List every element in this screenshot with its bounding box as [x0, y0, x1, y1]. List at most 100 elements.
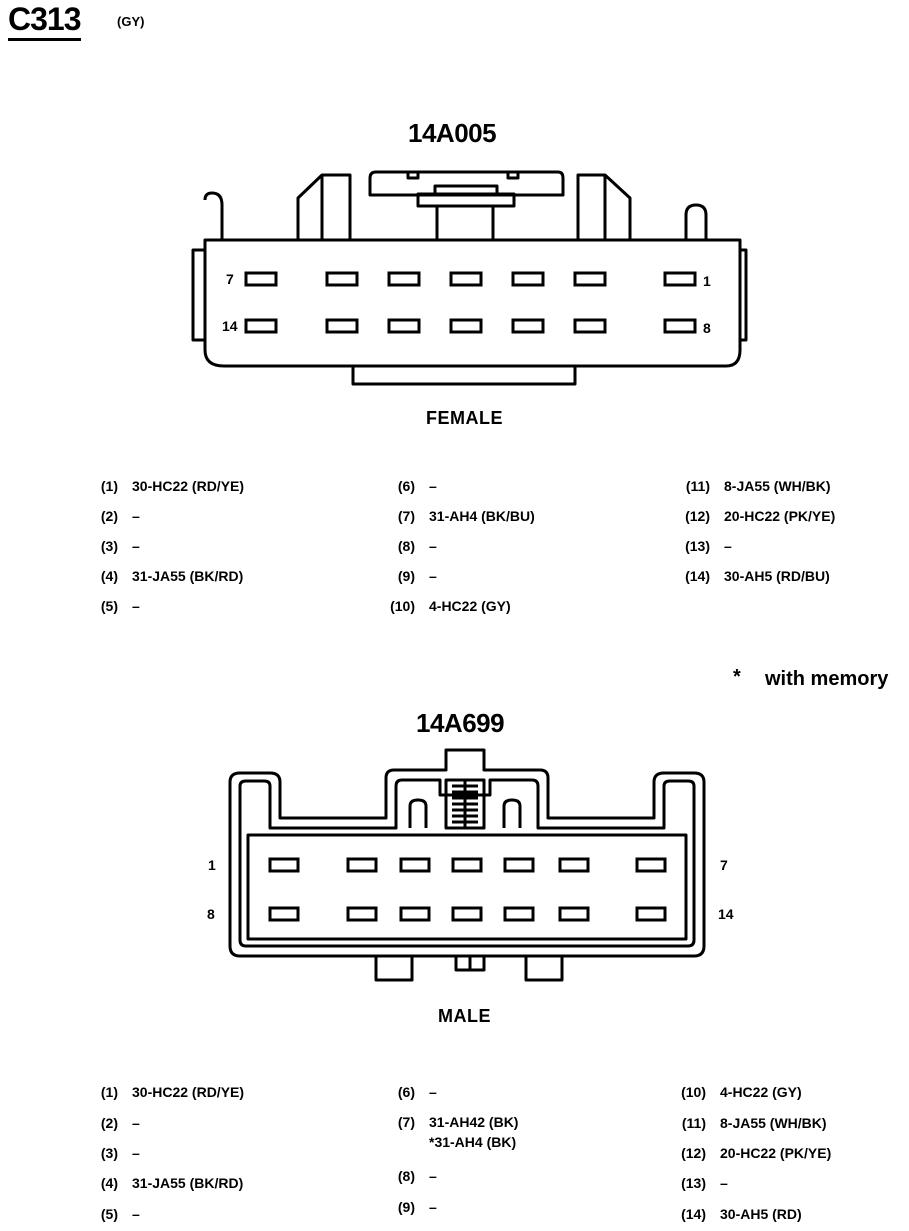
- pin-cavity: [663, 271, 697, 287]
- pin-circuit: 4-HC22 (GY): [720, 1084, 802, 1100]
- pin-cavity: [573, 318, 607, 334]
- pin-row: (14) 30-AH5 (RD/BU): [668, 568, 830, 584]
- female-label: FEMALE: [426, 408, 503, 428]
- pin-cavity: [449, 271, 483, 287]
- pin-row: (11) 8-JA55 (WH/BK): [664, 1115, 827, 1131]
- pin-number: (14): [681, 1206, 706, 1222]
- pin-circuit: –: [720, 1175, 728, 1191]
- pin-circuit: 30-HC22 (RD/YE): [132, 478, 245, 494]
- pin-circuit: –: [132, 1115, 140, 1131]
- pin-row: (5)–: [78, 1206, 140, 1222]
- male-part-number: 14A699: [416, 708, 505, 738]
- pin-cavity: [558, 857, 590, 873]
- pin-row: (10) 4-HC22 (GY): [373, 598, 511, 614]
- female-left-latch: [203, 191, 224, 240]
- pin-circuit: 4-HC22 (GY): [429, 598, 511, 614]
- pin-number: (8): [397, 1168, 415, 1184]
- pin-row: (11) 8-JA55 (WH/BK): [668, 478, 831, 494]
- pin-circuit: –: [132, 1145, 140, 1161]
- pin-number: (12): [685, 508, 710, 524]
- pin-number: (8): [397, 538, 415, 554]
- pin-cavity: [244, 318, 278, 334]
- pin-circuit: –: [429, 1084, 437, 1100]
- pin-circuit: –: [429, 1199, 437, 1215]
- female-part-number: 14A005: [408, 118, 497, 148]
- female-bottom-rail: [351, 366, 577, 386]
- female-pin-label-bottom-right: 8: [703, 320, 711, 336]
- pin-circuit: –: [724, 538, 732, 554]
- pin-circuit: 30-AH5 (RD/BU): [724, 568, 830, 584]
- male-pin-label-top-right: 7: [720, 857, 728, 873]
- pin-cavity: [573, 271, 607, 287]
- pin-number: (13): [681, 1175, 706, 1191]
- pin-row: (6)–: [373, 1084, 437, 1100]
- pin-cavity: [268, 857, 300, 873]
- pin-cavity: [451, 906, 483, 922]
- pin-circuit: –: [429, 538, 437, 554]
- pin-number: (7): [397, 1114, 415, 1130]
- pin-row: (8)–: [373, 1168, 437, 1184]
- pin-number: (11): [681, 1115, 706, 1131]
- pin-circuit: –: [429, 568, 437, 584]
- pin-cavity: [503, 857, 535, 873]
- pin-cavity: [511, 271, 545, 287]
- pin-cavity: [503, 906, 535, 922]
- pin-cavity: [346, 906, 378, 922]
- pin-row: (13)–: [664, 1175, 728, 1191]
- female-connector-diagram: [191, 170, 748, 386]
- pin-cavity: [325, 318, 359, 334]
- male-housing-outer: [228, 748, 706, 958]
- pin-circuit: 20-HC22 (PK/YE): [724, 508, 836, 524]
- pin-number: (2): [100, 508, 118, 524]
- male-label: MALE: [438, 1006, 491, 1026]
- connector-color-code: (GY): [117, 14, 145, 29]
- pin-number: (7): [397, 508, 415, 524]
- pin-row: (2)–: [78, 1115, 140, 1131]
- pin-row: (7)31-AH42 (BK)*31-AH4 (BK): [373, 1114, 519, 1150]
- pin-cavity: [558, 906, 590, 922]
- pin-number: (10): [681, 1084, 706, 1100]
- footnote-marker: *: [733, 666, 741, 688]
- pin-circuit: 30-HC22 (RD/YE): [132, 1084, 245, 1100]
- pin-circuit: 31-JA55 (BK/RD): [132, 568, 244, 584]
- male-pin-label-bottom-right: 14: [718, 906, 734, 922]
- pin-row: (4)31-JA55 (BK/RD): [78, 568, 243, 584]
- female-pin-label-top-left: 7: [226, 271, 234, 287]
- pin-number: (12): [681, 1145, 706, 1161]
- pin-row: (12)20-HC22 (PK/YE): [664, 1145, 831, 1161]
- pin-circuit: 31-AH4 (BK/BU): [429, 508, 535, 524]
- pin-number: (6): [397, 1084, 415, 1100]
- pin-cavity: [449, 318, 483, 334]
- pin-cavity: [399, 906, 431, 922]
- pin-number: (5): [100, 1206, 118, 1222]
- pin-circuit: 8-JA55 (WH/BK): [724, 478, 831, 494]
- pin-number: (1): [100, 478, 118, 494]
- pin-number: (13): [685, 538, 710, 554]
- pin-cavity: [635, 857, 667, 873]
- pin-number: (10): [390, 598, 415, 614]
- pin-number: (2): [100, 1115, 118, 1131]
- female-pin-cavities: [244, 271, 697, 334]
- pin-number: (11): [685, 478, 710, 494]
- pin-circuit: 8-JA55 (WH/BK): [720, 1115, 827, 1131]
- male-pin-cavities: [268, 857, 667, 922]
- pin-circuit: 31-AH42 (BK): [429, 1114, 519, 1130]
- pin-circuit: –: [429, 478, 437, 494]
- pin-cavity: [663, 318, 697, 334]
- pin-number: (14): [685, 568, 710, 584]
- pin-row: (13)–: [668, 538, 732, 554]
- female-center-key: [368, 170, 565, 197]
- pin-row: (9)–: [373, 1199, 437, 1215]
- pin-row: (6)–: [373, 478, 437, 494]
- pin-row: (4)31-JA55 (BK/RD): [78, 1175, 243, 1191]
- pin-number: (9): [397, 1199, 415, 1215]
- male-housing-inner: [238, 778, 696, 948]
- male-pin-label-top-left: 1: [208, 857, 216, 873]
- pin-number: (6): [397, 478, 415, 494]
- pin-cavity: [387, 271, 421, 287]
- pin-cavity: [244, 271, 278, 287]
- pin-row: (7) 31-AH4 (BK/BU): [373, 508, 535, 524]
- pin-circuit: –: [132, 1206, 140, 1222]
- pin-number: (3): [100, 538, 118, 554]
- male-pin-panel: [246, 833, 688, 941]
